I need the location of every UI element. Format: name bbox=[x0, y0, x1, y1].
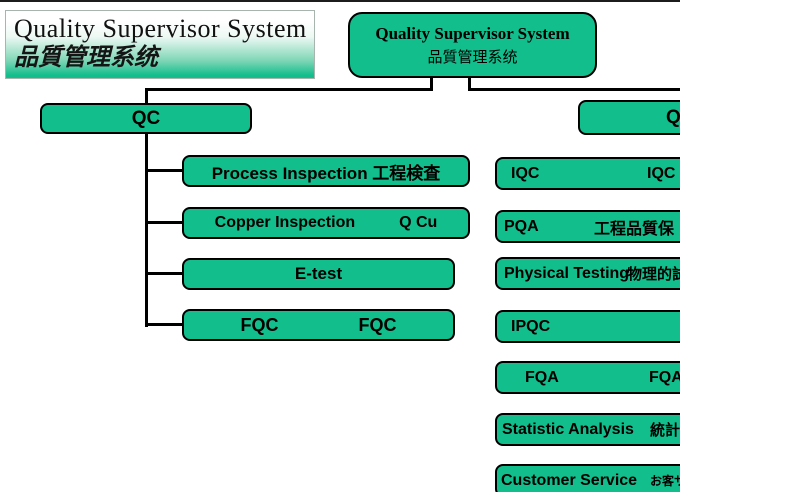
node-iqc-label: IQC bbox=[511, 164, 540, 182]
connector-stub-e-test bbox=[145, 272, 182, 275]
node-fqc: FQC FQC bbox=[182, 309, 455, 341]
node-process-inspection-label: Process Inspection 工程検査 bbox=[211, 163, 441, 183]
node-e-test: E-test bbox=[182, 258, 455, 290]
slide-top-border bbox=[0, 0, 680, 2]
node-iqc-label2: IQC bbox=[647, 164, 676, 182]
node-pqa: PQA 工程品質保 bbox=[495, 210, 680, 243]
node-pqa-label: PQA bbox=[504, 217, 539, 235]
connector-stub-process-inspection bbox=[145, 169, 182, 172]
node-ipqc: IPQC bbox=[495, 310, 680, 343]
node-e-test-label: E-test bbox=[294, 264, 343, 283]
node-customer-service-label: Customer Service bbox=[501, 471, 638, 489]
node-qa-label: QA bbox=[666, 106, 680, 128]
connector-stub-copper-inspection bbox=[145, 221, 182, 224]
title-banner: Quality Supervisor System 品質管理系统 bbox=[5, 10, 315, 79]
banner-title-english: Quality Supervisor System bbox=[14, 14, 307, 43]
node-qa: QA bbox=[578, 100, 680, 135]
node-copper-inspection-label: Copper Inspection bbox=[214, 214, 356, 231]
node-pqa-label2: 工程品質保 bbox=[594, 220, 675, 238]
node-fqc-label: FQC bbox=[240, 314, 279, 335]
node-iqc: IQC IQC bbox=[495, 157, 680, 190]
node-physical-testing-label: Physical Testing bbox=[504, 264, 630, 282]
node-physical-testing-label2: 物理的試 bbox=[627, 266, 680, 283]
node-statistic-analysis-label2: 統計 bbox=[650, 422, 680, 439]
node-qc: QC bbox=[40, 103, 252, 134]
node-fqa-label: FQA bbox=[525, 368, 559, 386]
node-qc-label: QC bbox=[131, 107, 161, 129]
root-title-cjk: 品質管理系统 bbox=[427, 48, 518, 66]
node-customer-service-label2: お客サー bbox=[650, 474, 680, 488]
connector-root-stub-left bbox=[430, 78, 433, 91]
node-ipqc-label: IPQC bbox=[511, 317, 551, 335]
connector-root-stub-right bbox=[468, 78, 471, 91]
node-statistic-analysis-label: Statistic Analysis bbox=[502, 420, 634, 438]
connector-rail-left bbox=[145, 88, 433, 91]
node-fqa-label2: FQA bbox=[649, 368, 680, 386]
connector-qc-trunk bbox=[145, 88, 148, 327]
connector-rail-right bbox=[468, 88, 680, 91]
node-customer-service: Customer Service お客サー bbox=[495, 464, 680, 492]
slide-canvas: Quality Supervisor System 品質管理系统 Quality… bbox=[0, 0, 680, 492]
node-fqa: FQA FQA bbox=[495, 361, 680, 394]
node-physical-testing: Physical Testing 物理的試 bbox=[495, 257, 680, 290]
node-statistic-analysis: Statistic Analysis 統計 bbox=[495, 413, 680, 446]
node-process-inspection: Process Inspection 工程検査 bbox=[182, 155, 470, 187]
root-title-english: Quality Supervisor System bbox=[375, 23, 570, 43]
connector-stub-fqc bbox=[145, 323, 182, 326]
root-node-quality-supervisor-system: Quality Supervisor System 品質管理系统 bbox=[348, 12, 597, 78]
node-copper-inspection-label2: Q Cu bbox=[399, 214, 438, 231]
banner-title-cjk: 品質管理系统 bbox=[14, 44, 158, 71]
node-copper-inspection: Copper Inspection Q Cu bbox=[182, 207, 470, 239]
node-fqc-label2: FQC bbox=[358, 314, 397, 335]
